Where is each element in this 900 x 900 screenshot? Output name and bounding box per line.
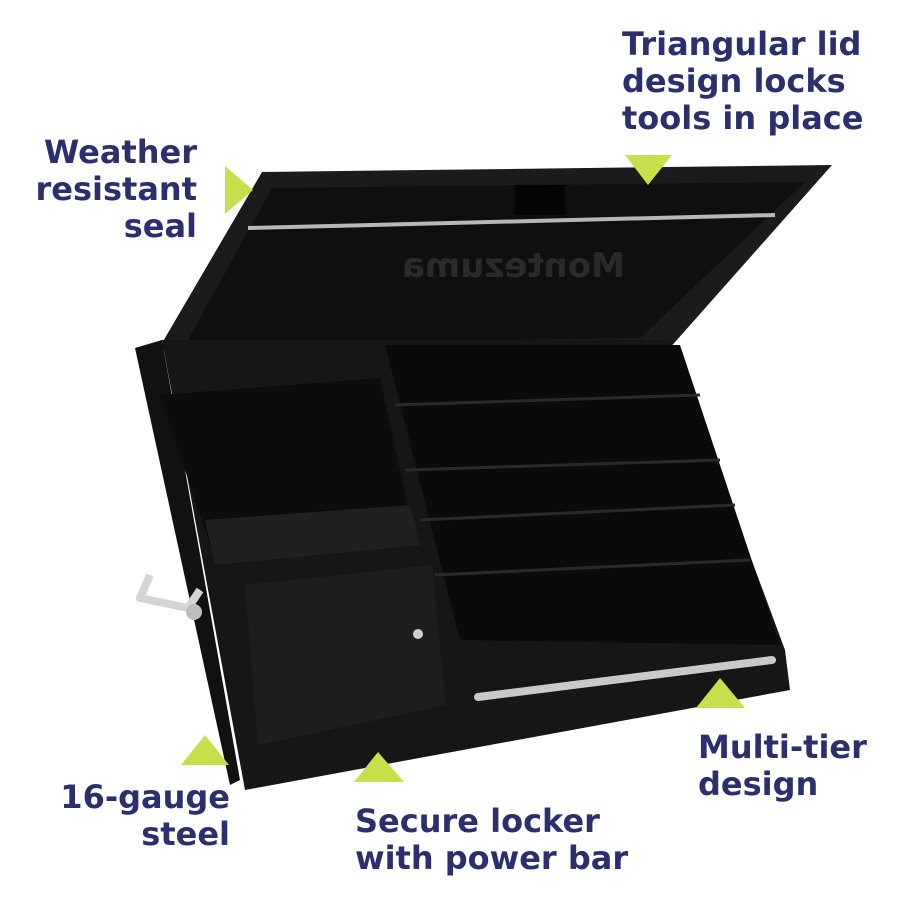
lid-latch [515, 185, 565, 215]
triangle-pointer-icon [225, 166, 253, 214]
callout-line: Multi-tier [698, 728, 867, 766]
locker-door [245, 565, 446, 745]
callout-triangular-lid: Triangular lid design locks tools in pla… [622, 26, 863, 137]
power-bar [474, 656, 776, 701]
triangle-pointer-icon [354, 752, 404, 782]
lid-inner-panel [185, 182, 805, 345]
lock-icon [413, 629, 423, 639]
embossed-logo: Montezuma [402, 246, 625, 286]
tier-section [385, 345, 780, 645]
svg-text:Montezuma: Montezuma [402, 246, 625, 286]
callout-multi-tier: Multi-tier design [698, 729, 867, 803]
callout-line: resistant [35, 170, 197, 208]
triangle-pointer-icon [625, 155, 672, 185]
callout-line: Triangular lid [622, 25, 862, 63]
callout-line: design locks [622, 62, 846, 100]
triangle-pointer-icon [696, 678, 745, 708]
lid-support-rod [247, 213, 776, 230]
tier-steps [394, 393, 751, 577]
callout-line: steel [141, 815, 230, 853]
callout-line: Secure locker [355, 802, 600, 840]
callout-16-gauge: 16-gauge steel [60, 779, 230, 853]
callout-line: Weather [43, 133, 197, 171]
callout-weather-seal: Weather resistant seal [35, 134, 197, 245]
triangle-pointer-icon [181, 735, 229, 765]
left-tray [205, 505, 420, 565]
callout-line: with power bar [355, 839, 629, 877]
chest-body-left [135, 340, 240, 785]
handle-icon [136, 573, 204, 620]
callout-line: seal [123, 207, 197, 245]
callout-secure-locker: Secure locker with power bar [355, 803, 628, 877]
callout-line: 16-gauge [60, 778, 230, 816]
callout-line: design [698, 765, 819, 803]
callout-line: tools in place [622, 99, 864, 137]
